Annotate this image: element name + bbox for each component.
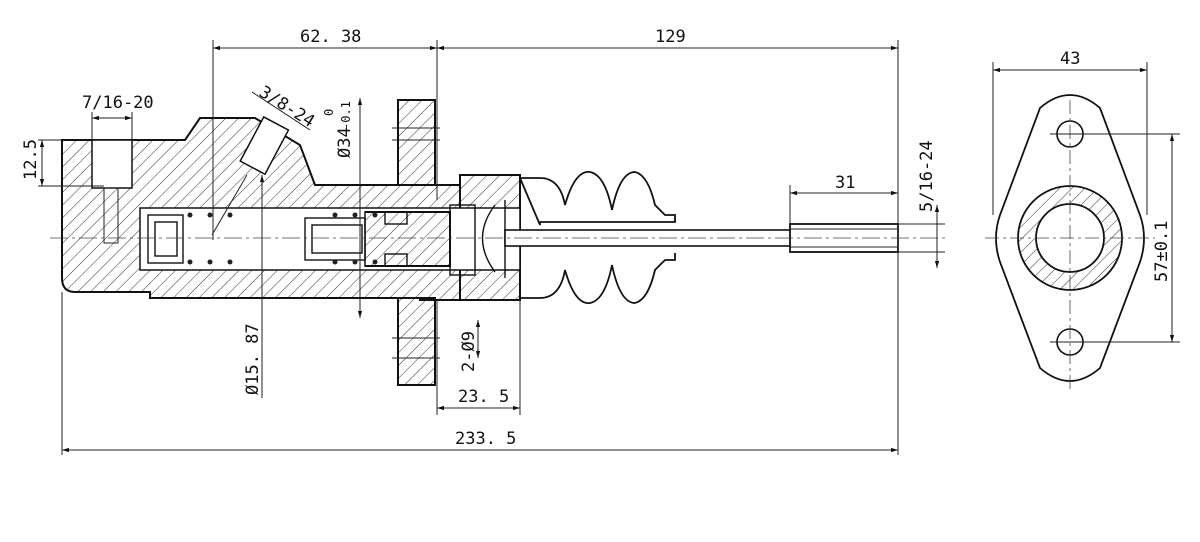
dim-43: 43 (1060, 49, 1080, 69)
dim-34-tol-upper: 0 (322, 109, 336, 116)
dim-23-5: 23. 5 (458, 387, 509, 407)
dim-34-dia: Ø34 (335, 127, 355, 158)
dim-12-5: 12.5 (21, 139, 41, 180)
rubber-boot-lower (520, 253, 676, 304)
mounting-flange (397, 99, 436, 386)
dim-62-38: 62. 38 (300, 27, 361, 47)
dim-34-tol-lower: -0.1 (339, 101, 353, 130)
dim-2-9: 2-Ø9 (459, 331, 479, 372)
outlet-port (239, 115, 290, 176)
rubber-boot (518, 171, 676, 226)
dim-7-16-20: 7/16-20 (82, 93, 154, 113)
dim-233-5: 233. 5 (455, 429, 516, 449)
dim-129: 129 (655, 27, 686, 47)
spring-coils (187, 212, 378, 265)
dim-15-87: Ø15. 87 (243, 323, 263, 395)
end-view: 43 57±0.1 (985, 49, 1180, 390)
dim-57: 57±0.1 (1152, 221, 1172, 282)
dim-5-16-24: 5/16-24 (917, 140, 937, 212)
inlet-port (91, 139, 133, 189)
side-section-view: 62. 38 129 3/8-24 Ø34 0 -0.1 7/16-20 12.… (21, 27, 945, 455)
dim-31: 31 (835, 173, 855, 193)
